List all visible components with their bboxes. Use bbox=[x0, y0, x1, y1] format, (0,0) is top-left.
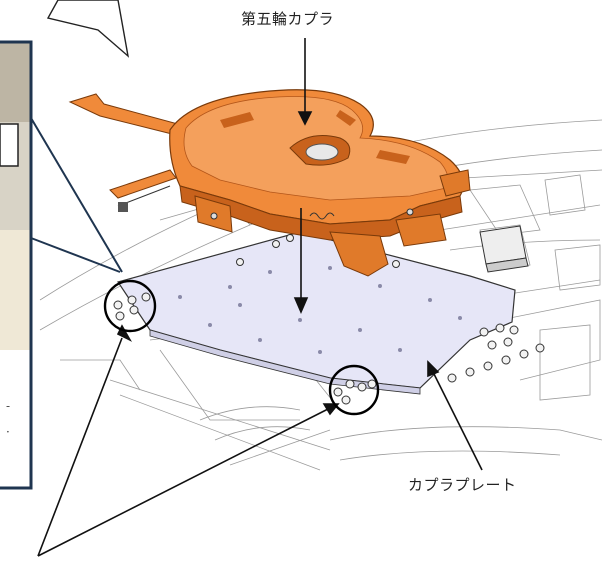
photo-callout-panel: - · bbox=[0, 40, 33, 490]
svg-text:-: - bbox=[6, 399, 10, 413]
coupler-plate bbox=[117, 231, 516, 395]
down-arrow-icon bbox=[297, 111, 313, 126]
leader-arrow-head-icon bbox=[427, 360, 440, 378]
bolt-circle-icon bbox=[103, 279, 380, 416]
callout-connector-lines bbox=[30, 117, 123, 273]
leader-lines bbox=[37, 38, 483, 557]
actuator-block bbox=[479, 225, 529, 273]
callout-tail bbox=[46, 0, 130, 58]
svg-text:·: · bbox=[6, 425, 10, 439]
coupler-plate-label: カプラプレート bbox=[408, 476, 517, 494]
fifth-wheel-coupler bbox=[68, 89, 471, 277]
bolt-group bbox=[113, 234, 545, 405]
up-arrow-icon bbox=[322, 403, 340, 416]
down-arrow-icon bbox=[293, 297, 309, 315]
coupler-label: 第五輪カプラ bbox=[241, 10, 335, 28]
